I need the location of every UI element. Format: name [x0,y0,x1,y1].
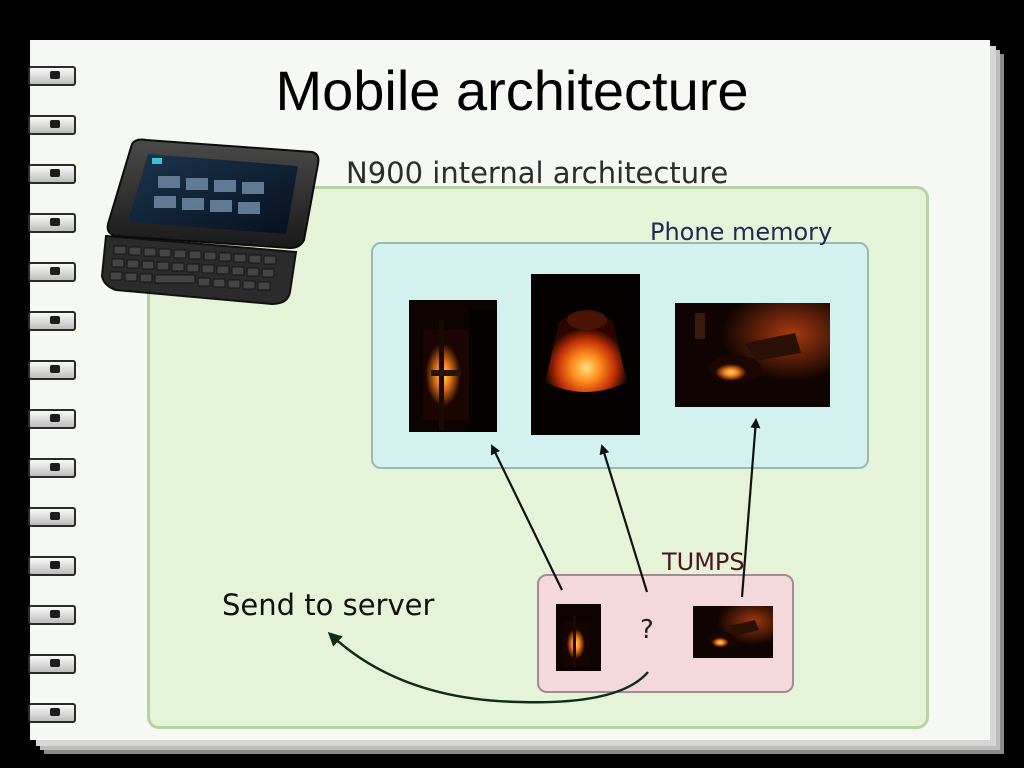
tumps-label: TUMPS [662,548,745,576]
memory-photo-furnace-door [409,300,497,432]
tumps-thumbnail-furnace-door [556,604,601,671]
send-to-server-label: Send to server [222,588,435,622]
phone-memory-label: Phone memory [650,218,833,246]
n900-phone-icon [100,138,320,306]
unknown-photo-marker: ? [640,615,654,645]
tumps-thumbnail-pouring [693,606,773,658]
n900-architecture-label: N900 internal architecture [346,156,729,190]
memory-photo-pouring [675,303,830,407]
slide-title: Mobile architecture [275,59,749,122]
memory-photo-molten-ladle [531,274,640,435]
